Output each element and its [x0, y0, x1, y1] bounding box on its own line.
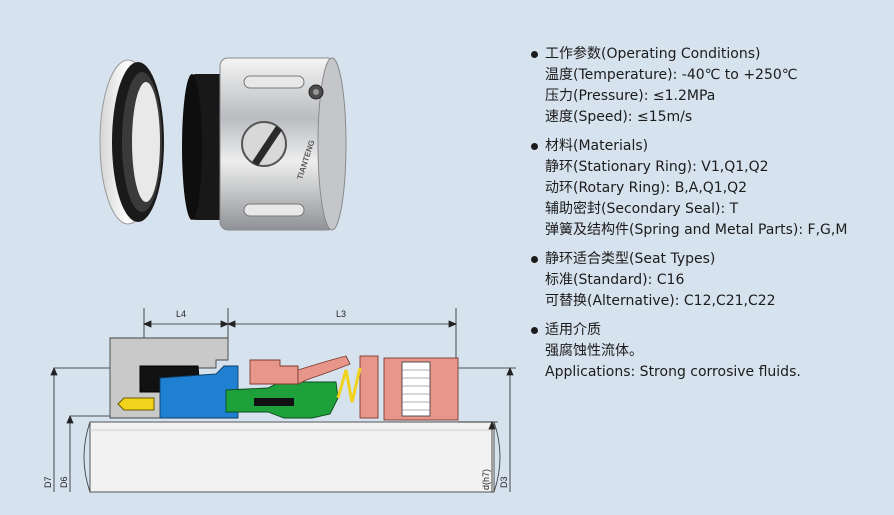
spec-section-materials: 材料(Materials) 静环(Stationary Ring): V1,Q1…	[529, 136, 889, 241]
cross-section-drawing: L4 L3 D7	[43, 308, 516, 493]
spec-line: 弹簧及结构件(Spring and Metal Parts): F,G,M	[545, 222, 848, 238]
set-screw	[401, 361, 431, 417]
dim-label-l4: L4	[176, 309, 186, 319]
shaft	[83, 421, 501, 493]
spec-line: 动环(Rotary Ring): B,A,Q1,Q2	[545, 180, 748, 196]
drive-band	[254, 398, 294, 406]
bullet-icon	[531, 256, 538, 263]
spring	[336, 367, 362, 403]
spec-line: 标准(Standard): C16	[545, 272, 685, 288]
section-title: 静环适合类型(Seat Types)	[545, 251, 716, 267]
spec-line: 速度(Speed): ≤15m/s	[545, 109, 693, 125]
spec-line: 辅助密封(Secondary Seal): T	[545, 201, 739, 217]
bullet-icon	[531, 143, 538, 150]
bullet-icon	[531, 51, 538, 58]
spec-line: 温度(Temperature): -40℃ to +250℃	[545, 67, 798, 83]
seal-head	[182, 57, 347, 231]
spec-line: Applications: Strong corrosive fluids.	[545, 364, 801, 380]
dim-label-d7: D7	[43, 476, 53, 488]
diameter-dimensions	[50, 366, 516, 492]
bullet-icon	[531, 327, 538, 334]
anti-rotation-pin	[117, 397, 155, 411]
spec-section-applications: 适用介质 强腐蚀性流体。 Applications: Strong corros…	[529, 320, 889, 383]
spec-section-seat-types: 静环适合类型(Seat Types) 标准(Standard): C16 可替换…	[529, 249, 889, 312]
spec-line: 可替换(Alternative): C12,C21,C22	[545, 293, 776, 309]
stationary-ring	[99, 59, 164, 225]
dim-label-d3: D3	[499, 476, 509, 488]
rotary-face	[159, 365, 239, 419]
spec-line: 压力(Pressure): ≤1.2MPa	[545, 88, 716, 104]
seal-product-photo: TIANTENG	[99, 57, 347, 231]
dim-label-d6: D6	[59, 476, 69, 488]
section-title: 工作参数(Operating Conditions)	[545, 46, 761, 62]
dim-label-l3: L3	[336, 309, 346, 319]
section-title: 材料(Materials)	[545, 138, 649, 154]
spec-line: 强腐蚀性流体。	[545, 343, 643, 359]
specifications-panel: 工作参数(Operating Conditions) 温度(Temperatur…	[529, 44, 889, 391]
length-dimensions	[142, 308, 458, 368]
spec-line: 静环(Stationary Ring): V1,Q1,Q2	[545, 159, 769, 175]
dim-label-dh7: d(h7)	[481, 469, 491, 490]
section-title: 适用介质	[545, 322, 601, 338]
spec-section-operating-conditions: 工作参数(Operating Conditions) 温度(Temperatur…	[529, 44, 889, 128]
